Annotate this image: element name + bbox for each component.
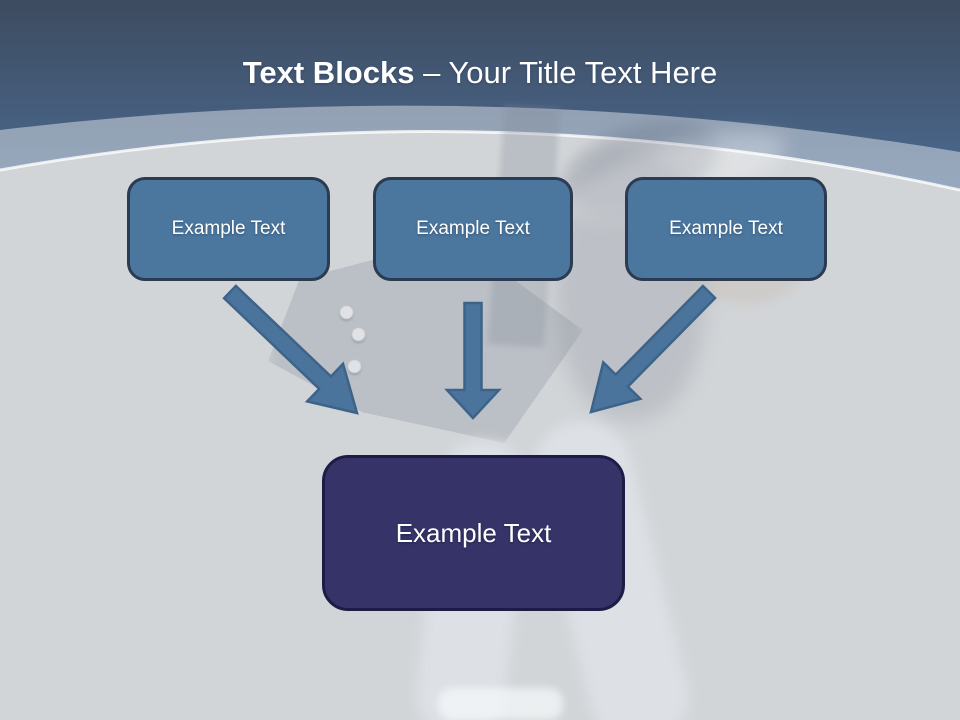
text-block-3: Example Text: [625, 177, 827, 281]
result-text-block-label: Example Text: [395, 517, 552, 548]
title-bold-text: Text Blocks: [242, 55, 415, 90]
text-block-1: Example Text: [127, 177, 330, 281]
ghost-knob: [348, 360, 361, 373]
text-block-3-label: Example Text: [669, 218, 783, 239]
slide-title: Text Blocks– Your Title Text Here: [0, 50, 960, 96]
title-regular-text: – Your Title Text Here: [423, 55, 718, 90]
text-block-1-label: Example Text: [171, 218, 286, 239]
ghost-knob: [340, 306, 353, 319]
ghost-shoe: [438, 688, 563, 720]
text-block-2-label: Example Text: [416, 218, 530, 239]
text-block-2: Example Text: [373, 177, 573, 281]
ghost-knob: [352, 328, 365, 341]
result-text-block: Example Text: [322, 455, 625, 611]
arc-highlight: [0, 130, 960, 192]
